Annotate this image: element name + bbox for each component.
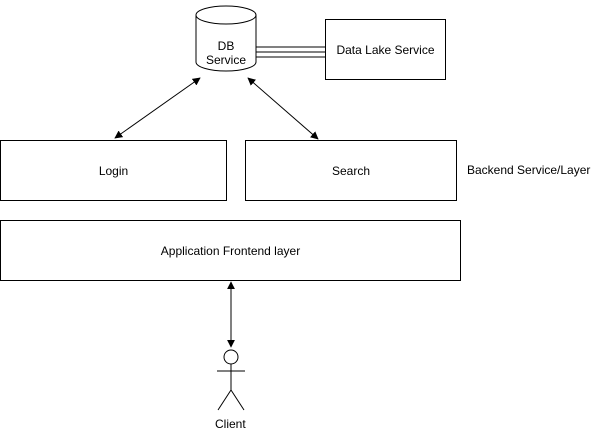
data-lake-service-box[interactable]: Data Lake Service — [325, 19, 446, 80]
db-service-cylinder[interactable] — [195, 5, 257, 72]
db-service-label-line1: DB — [217, 39, 235, 53]
db-login-arrow — [114, 77, 201, 139]
search-label: Search — [331, 163, 371, 178]
data-lake-service-label: Data Lake Service — [336, 42, 435, 57]
login-label: Login — [98, 163, 129, 178]
db-service-label-line2: Service — [205, 53, 246, 67]
search-box[interactable]: Search — [245, 140, 457, 201]
login-box[interactable]: Login — [0, 140, 227, 201]
client-actor-icon[interactable] — [217, 349, 245, 411]
frontend-layer-label: Application Frontend layer — [160, 243, 301, 258]
db-search-arrow — [247, 77, 319, 140]
client-label: Client — [215, 417, 246, 431]
frontend-layer-box[interactable]: Application Frontend layer — [0, 220, 461, 281]
backend-layer-label: Backend Service/Layer — [467, 163, 591, 177]
db-service-label: DB Service — [196, 39, 256, 67]
